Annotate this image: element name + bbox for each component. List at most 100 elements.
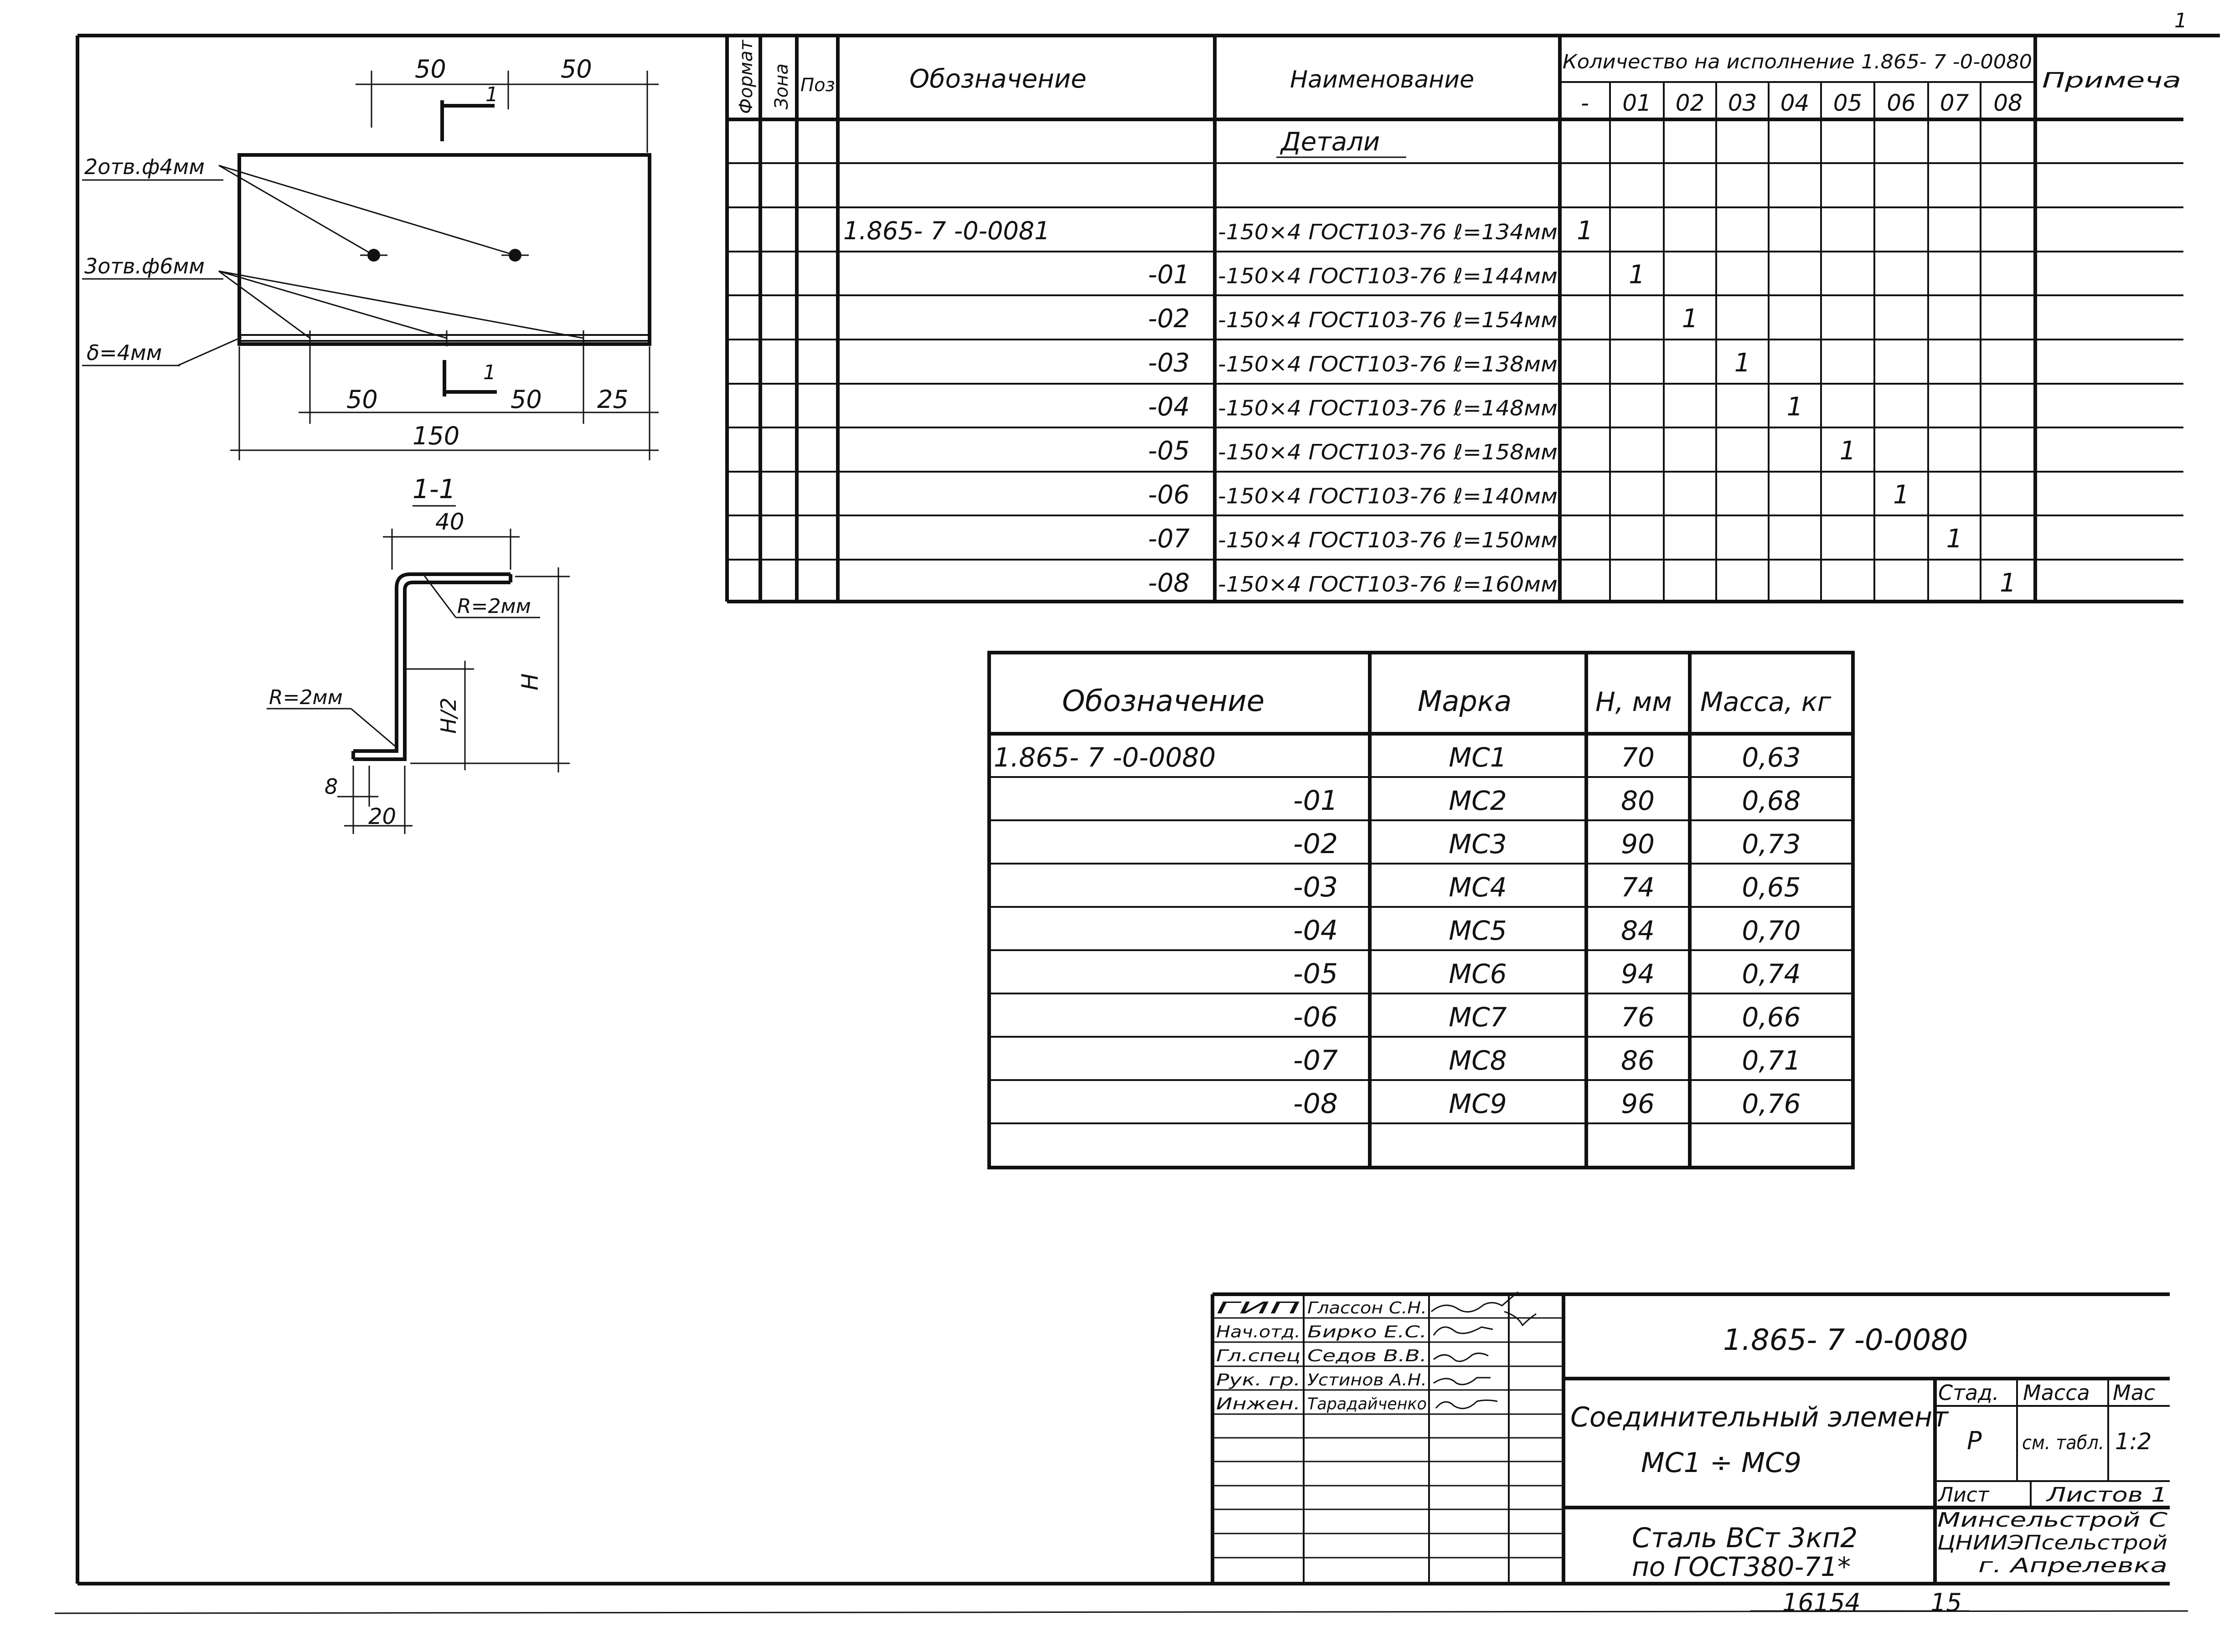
spec-row-designation: -04 <box>1148 392 1190 422</box>
qty-column-header: 02 <box>1676 90 1705 116</box>
mass-row-mass: 0,65 <box>1742 872 1801 903</box>
mass-row-mass: 0,71 <box>1742 1045 1801 1076</box>
radius-top-label: R=2мм <box>457 595 531 618</box>
mass-row-mass: 0,66 <box>1742 1002 1801 1033</box>
signatory-name: Тарадайченко <box>1307 1395 1427 1413</box>
signatory-role: Нач.отд. <box>1216 1323 1300 1342</box>
mass-row-height: 86 <box>1621 1045 1655 1076</box>
section-title-details: Детали <box>1280 127 1380 157</box>
signatory-role: ГИП <box>1216 1299 1300 1317</box>
org-line-3: г. Апрелевка <box>1978 1554 2167 1577</box>
spec-row-designation: -08 <box>1148 568 1190 598</box>
mass-header-mass: Масса, кг <box>1700 686 1832 717</box>
spec-row-qty: 1 <box>1787 392 1803 422</box>
title-line-1: Соединительный элемент <box>1570 1401 1949 1433</box>
qty-column-header: 08 <box>1993 90 2023 116</box>
thickness-label: δ=4мм <box>87 340 162 365</box>
mass-row-mass: 0,76 <box>1742 1088 1801 1119</box>
mass-row-height: 94 <box>1621 958 1655 989</box>
spec-row-designation: -07 <box>1148 524 1190 554</box>
qty-column-header: 03 <box>1728 90 1757 116</box>
spec-row-qty: 1 <box>2000 568 2016 598</box>
foot-dim: 20 <box>368 804 396 829</box>
mass-row-designation: -01 <box>1293 785 1338 817</box>
dim-bottom-a: 50 <box>346 385 378 414</box>
radius-bottom-label: R=2мм <box>269 686 343 709</box>
spec-table-rows: 1.865- 7 -0-0081 -150×4 ГОСТ103-76 ℓ=134м… <box>843 216 2016 598</box>
spec-row-designation: -01 <box>1148 260 1190 290</box>
dim-bottom-c: 25 <box>597 385 629 414</box>
mass-row-designation: -02 <box>1293 828 1338 860</box>
mass-row-mark: МС9 <box>1449 1088 1507 1119</box>
mass-row-designation: -05 <box>1293 958 1338 990</box>
sheet-label: Лист <box>1937 1483 1990 1507</box>
header-name: Наименование <box>1290 66 1474 93</box>
mass-row-height: 74 <box>1621 872 1655 903</box>
spec-row-designation: -03 <box>1148 348 1190 378</box>
stage-value: Р <box>1967 1426 1982 1455</box>
qty-column-header: 05 <box>1833 90 1863 116</box>
mass-row-height: 80 <box>1621 785 1655 816</box>
dim-bottom-b: 50 <box>511 385 542 414</box>
title-line-2: МС1 ÷ МС9 <box>1641 1447 1801 1479</box>
scale-value: 1:2 <box>2115 1428 2152 1455</box>
header-format: Формат <box>736 39 757 114</box>
plate-plan-view <box>82 153 651 366</box>
spec-row-designation: 1.865- 7 -0-0081 <box>843 216 1050 245</box>
mass-row-height: 96 <box>1621 1088 1655 1119</box>
spec-row-name: -150×4 ГОСТ103-76 ℓ=134мм <box>1218 220 1558 244</box>
material-line-1: Сталь ВСт 3кп2 <box>1632 1522 1858 1554</box>
mass-row-designation: -07 <box>1293 1045 1338 1076</box>
spec-row-name: -150×4 ГОСТ103-76 ℓ=154мм <box>1218 308 1558 332</box>
qty-column-header: - <box>1581 90 1589 116</box>
height-label: H <box>517 673 543 690</box>
spec-row-name: -150×4 ГОСТ103-76 ℓ=138мм <box>1218 352 1558 376</box>
mass-header-designation: Обозначение <box>1062 684 1264 718</box>
doc-code: 1.865- 7 -0-0080 <box>1723 1323 1968 1357</box>
signatory-name: Глассон С.Н. <box>1307 1299 1427 1317</box>
header-qty: Количество на исполнение 1.865- 7 -0-008… <box>1563 51 2032 73</box>
spec-row-qty: 1 <box>1893 480 1909 510</box>
dim-top-right: 50 <box>561 55 592 83</box>
mass-row-mass: 0,68 <box>1742 785 1801 816</box>
mass-row-height: 76 <box>1621 1002 1655 1033</box>
qty-column-header: 04 <box>1780 90 1810 116</box>
spec-row-qty: 1 <box>1682 304 1698 334</box>
spec-row-qty: 1 <box>1629 260 1645 290</box>
mass-row-mark: МС2 <box>1449 785 1507 816</box>
mass-header-mark: Марка <box>1418 684 1512 718</box>
bottom-dimensions <box>230 346 659 460</box>
signatory-name: Бирко Е.С. <box>1307 1323 1427 1342</box>
dim-overall: 150 <box>413 422 459 450</box>
mass-row-designation: -08 <box>1293 1088 1338 1120</box>
qty-column-header: 06 <box>1887 90 1916 116</box>
spec-row-qty: 1 <box>1946 524 1963 554</box>
mass-row-mass: 0,63 <box>1742 742 1801 773</box>
mass-row-mark: МС6 <box>1449 958 1507 989</box>
mass-row-mass: 0,70 <box>1742 915 1801 946</box>
flange-dim: 8 <box>325 774 338 799</box>
mass-row-mark: МС1 <box>1449 742 1507 773</box>
spec-row-name: -150×4 ГОСТ103-76 ℓ=158мм <box>1218 440 1558 464</box>
mass-row-designation: -04 <box>1293 915 1338 947</box>
sheets-label: Листов 1 <box>2045 1483 2167 1507</box>
mass-row-mass: 0,74 <box>1742 958 1801 989</box>
mass-row-designation: 1.865- 7 -0-0080 <box>994 742 1216 773</box>
section-width: 40 <box>435 509 464 535</box>
mass-header-height: H, мм <box>1595 686 1672 717</box>
header-note: Примеча <box>2042 68 2181 93</box>
section-mark-bottom: 1 <box>483 361 496 384</box>
mass-row-mark: МС4 <box>1449 872 1507 903</box>
half-height-label: H/2 <box>436 698 461 734</box>
qty-column-header: 07 <box>1940 90 1969 116</box>
dim-top-left: 50 <box>415 55 446 83</box>
signatory-name: Устинов А.Н. <box>1307 1371 1427 1390</box>
mass-value: см. табл. <box>2022 1431 2104 1454</box>
page-number: 15 <box>1930 1588 1962 1617</box>
holes-4-label: 2отв.ф4мм <box>84 154 205 179</box>
mass-row-height: 84 <box>1621 915 1655 946</box>
